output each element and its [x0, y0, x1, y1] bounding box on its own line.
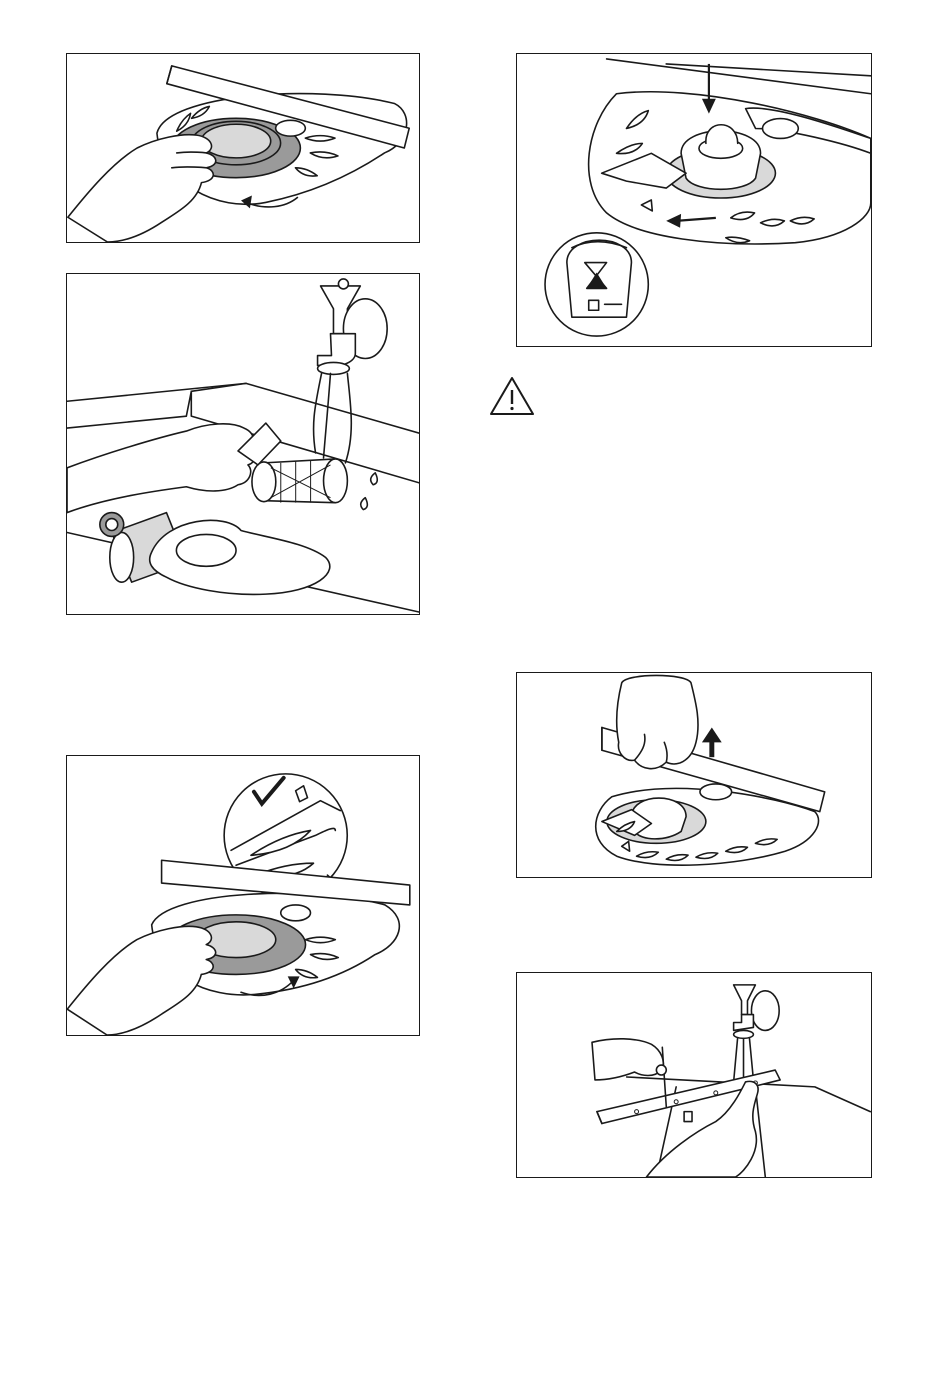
remove-spray-arm-illustration — [517, 673, 871, 877]
figure-reinstall-filter — [66, 755, 420, 1036]
clean-spray-arm-illustration — [517, 973, 871, 1177]
figure-remove-filter — [66, 53, 420, 243]
figure-remove-spray-arm — [516, 672, 872, 878]
figure-rinse-filters — [66, 273, 420, 615]
warning-triangle-icon — [488, 375, 536, 417]
reinstall-filter-illustration — [67, 756, 419, 1035]
remove-filter-illustration — [67, 54, 419, 242]
rinse-filters-illustration — [67, 274, 419, 614]
figure-clean-spray-arm — [516, 972, 872, 1178]
figure-lock-filter — [516, 53, 872, 347]
lock-filter-illustration — [517, 54, 871, 346]
